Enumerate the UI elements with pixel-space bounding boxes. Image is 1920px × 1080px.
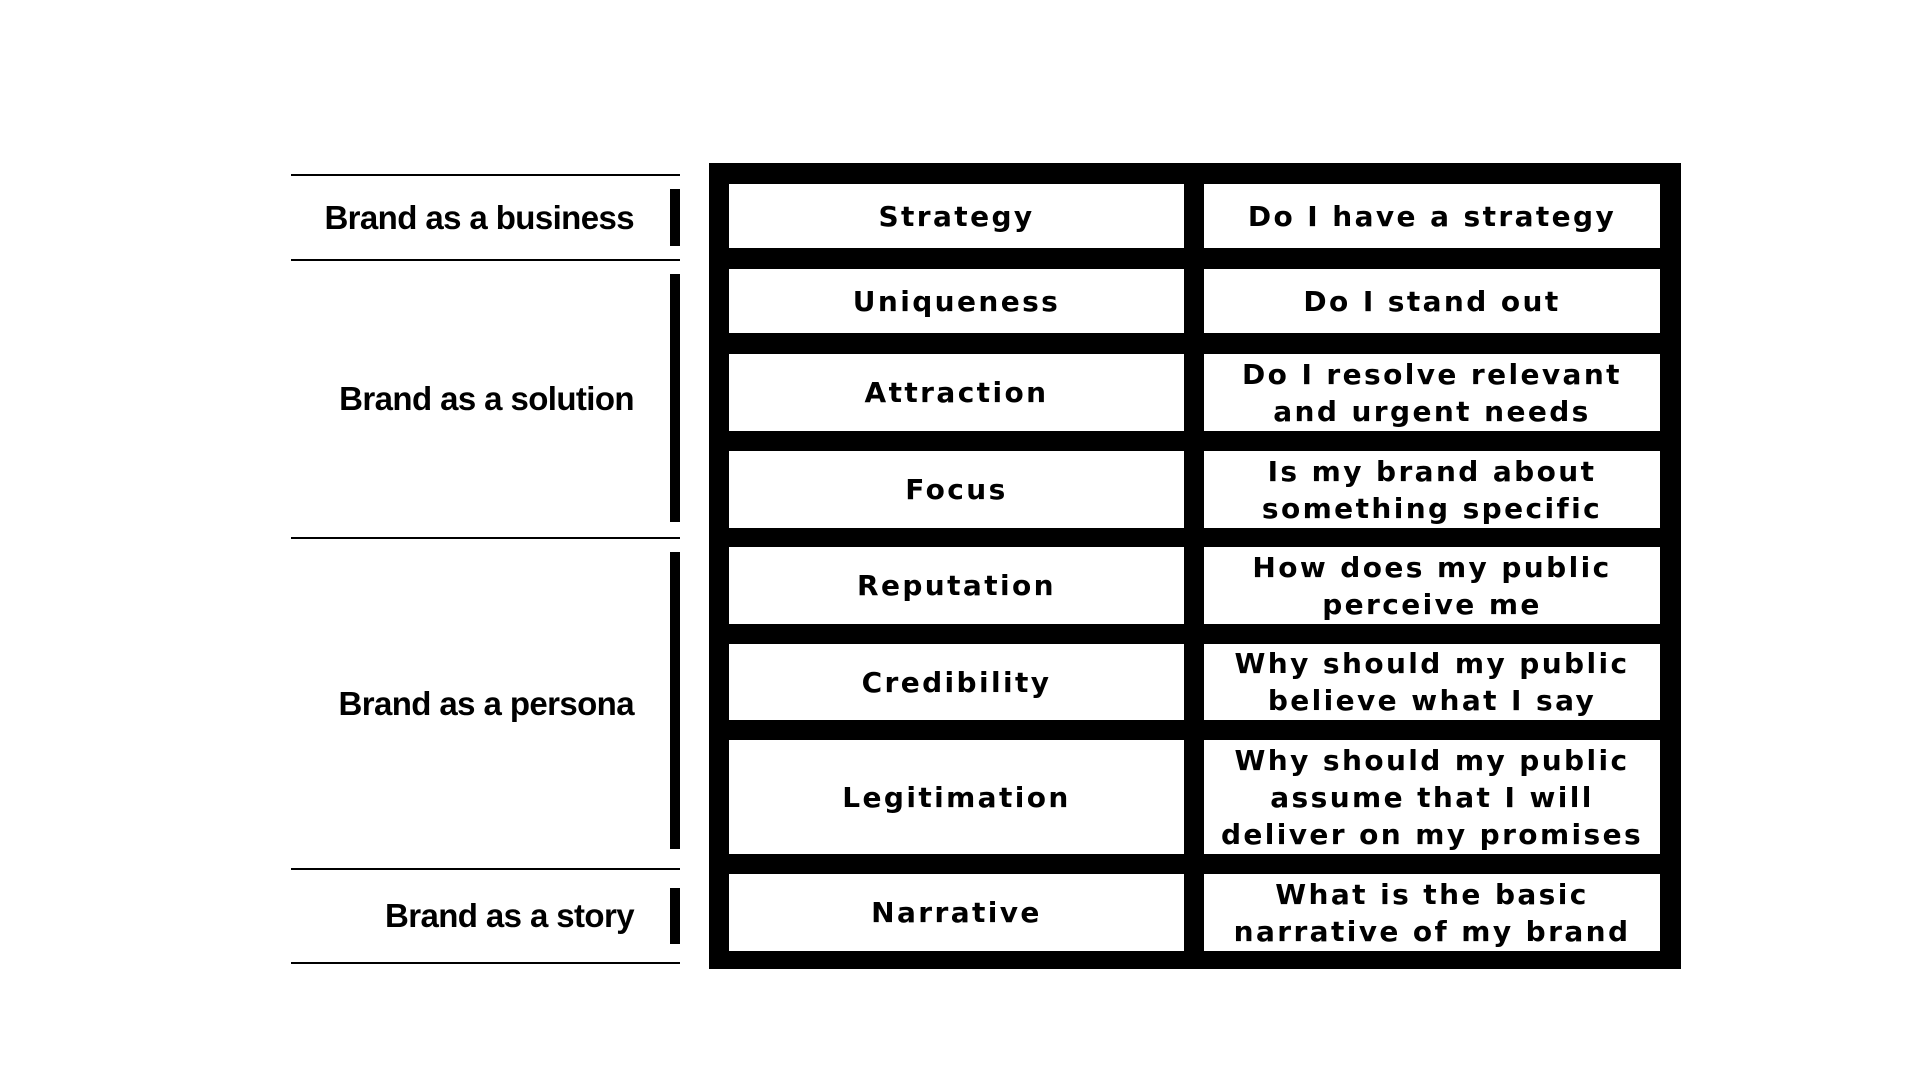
dimension-cell: Attraction — [729, 354, 1184, 431]
group-separator — [291, 537, 680, 539]
dimension-cell: Reputation — [729, 547, 1184, 624]
group-separator — [291, 962, 680, 964]
question-cell: Do I resolve relevant and urgent needs — [1204, 354, 1660, 431]
group-brand-story: Brand as a story — [291, 870, 680, 962]
group-label: Brand as a business — [324, 198, 634, 236]
group-label: Brand as a solution — [339, 380, 634, 417]
dimension-cell: Credibility — [729, 644, 1184, 720]
question-cell: What is the basic narrative of my brand — [1204, 874, 1660, 951]
group-brand-persona: Brand as a persona — [291, 539, 680, 868]
dimension-cell: Uniqueness — [729, 269, 1184, 333]
question-cell: Do I stand out — [1204, 269, 1660, 333]
group-separator — [291, 259, 680, 261]
group-label: Brand as a story — [384, 897, 635, 934]
dimensions-table: Strategy Do I have a strategy Uniqueness… — [709, 163, 1681, 969]
dimension-cell: Narrative — [729, 874, 1184, 951]
group-bracket-bar — [670, 274, 680, 522]
dimension-cell: Strategy — [729, 184, 1184, 248]
group-bracket-bar — [670, 552, 680, 849]
question-cell: How does my public perceive me — [1204, 547, 1660, 624]
question-cell: Do I have a strategy — [1204, 184, 1660, 248]
group-brand-business: Brand as a business — [291, 176, 680, 259]
group-separator — [291, 868, 680, 870]
group-label: Brand as a persona — [338, 684, 635, 722]
group-brand-solution: Brand as a solution — [291, 261, 680, 537]
dimension-cell: Focus — [729, 451, 1184, 528]
question-cell: Why should my public assume that I will … — [1204, 740, 1660, 854]
question-cell: Is my brand about something specific — [1204, 451, 1660, 528]
dimension-cell: Legitimation — [729, 740, 1184, 854]
question-cell: Why should my public believe what I say — [1204, 644, 1660, 720]
group-bracket-bar — [670, 888, 680, 944]
group-separator — [291, 174, 680, 176]
group-bracket-bar — [670, 189, 680, 246]
